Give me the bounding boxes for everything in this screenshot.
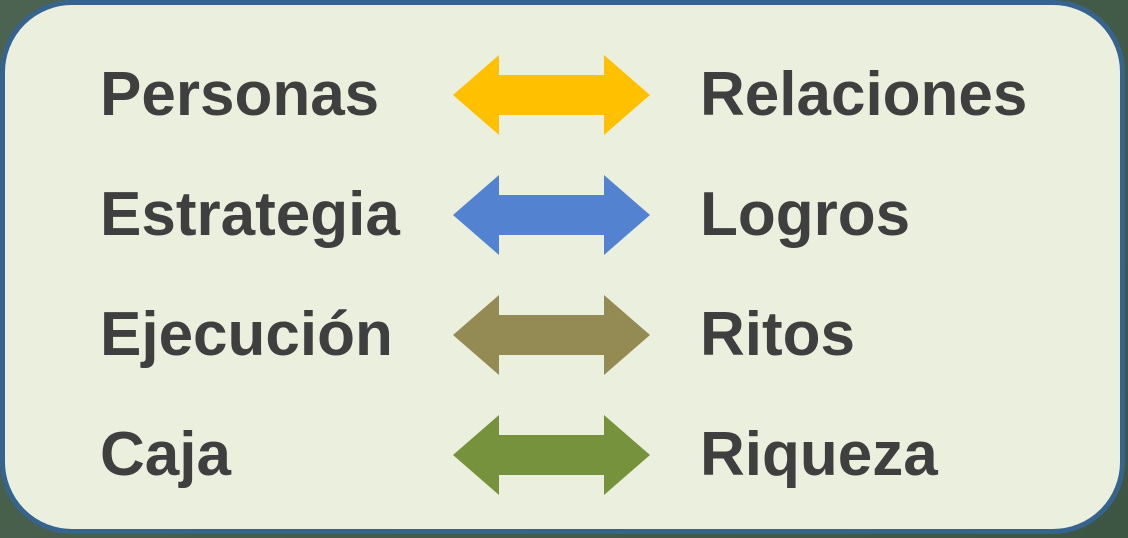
double-arrow-icon [453, 55, 650, 135]
left-term-estrategia: Estrategia [100, 180, 400, 249]
right-term-riqueza: Riqueza [700, 420, 938, 489]
mapping-row-personas: Personas Relaciones [100, 50, 1110, 140]
double-arrow-icon [453, 295, 650, 375]
double-arrow-icon [453, 415, 650, 495]
right-term-logros: Logros [700, 180, 911, 249]
mapping-row-ejecucion: Ejecución Ritos [100, 290, 1110, 380]
left-term-ejecucion: Ejecución [100, 300, 393, 369]
left-term-caja: Caja [100, 420, 231, 489]
double-arrow-icon [453, 175, 650, 255]
double-arrow-shape [453, 55, 650, 135]
left-term-personas: Personas [100, 60, 380, 129]
right-term-ritos: Ritos [700, 300, 855, 369]
mapping-row-estrategia: Estrategia Logros [100, 170, 1110, 260]
double-arrow-shape [453, 415, 650, 495]
double-arrow-shape [453, 175, 650, 255]
right-term-relaciones: Relaciones [700, 60, 1028, 129]
mapping-row-caja: Caja Riqueza [100, 410, 1110, 500]
double-arrow-shape [453, 295, 650, 375]
